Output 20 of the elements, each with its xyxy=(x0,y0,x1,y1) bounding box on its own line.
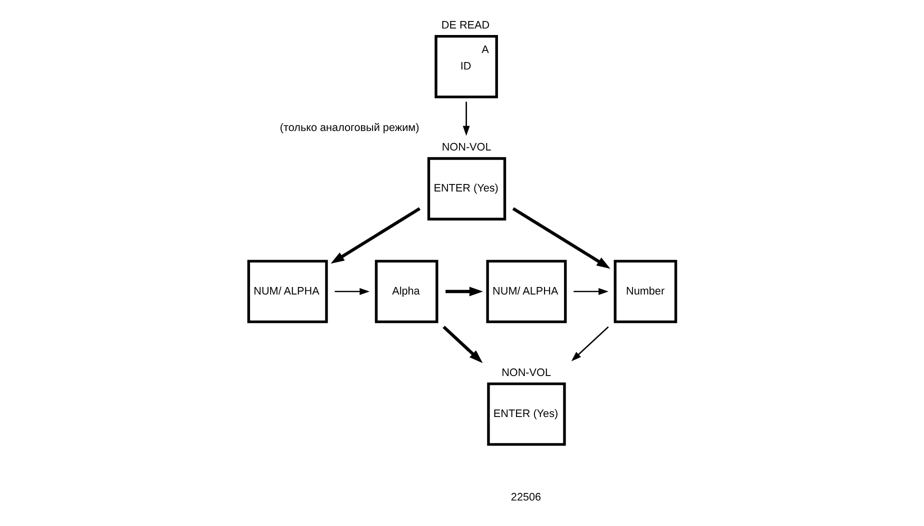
node-box: NUM/ ALPHA xyxy=(247,260,328,324)
node-label: NON-VOL xyxy=(442,141,492,154)
node-box: A ID xyxy=(434,34,498,98)
arrow xyxy=(442,326,483,364)
node-box: ENTER (Yes) xyxy=(487,382,566,446)
arrow xyxy=(334,288,370,295)
arrow xyxy=(512,207,610,269)
arrow xyxy=(330,207,421,264)
node-box: Alpha xyxy=(374,260,438,324)
node-box: NUM/ ALPHA xyxy=(486,260,567,324)
arrow xyxy=(571,326,609,362)
node-label: DE READ xyxy=(441,19,490,32)
arrow xyxy=(574,288,608,295)
arrow xyxy=(462,102,470,136)
node-label: NON-VOL xyxy=(502,366,551,379)
arrow xyxy=(446,286,484,296)
node-label: (только аналоговый режим) xyxy=(280,122,420,134)
node-box: ENTER (Yes) xyxy=(427,157,506,220)
label: 22506 xyxy=(510,492,542,504)
node-box: Number xyxy=(614,260,678,324)
